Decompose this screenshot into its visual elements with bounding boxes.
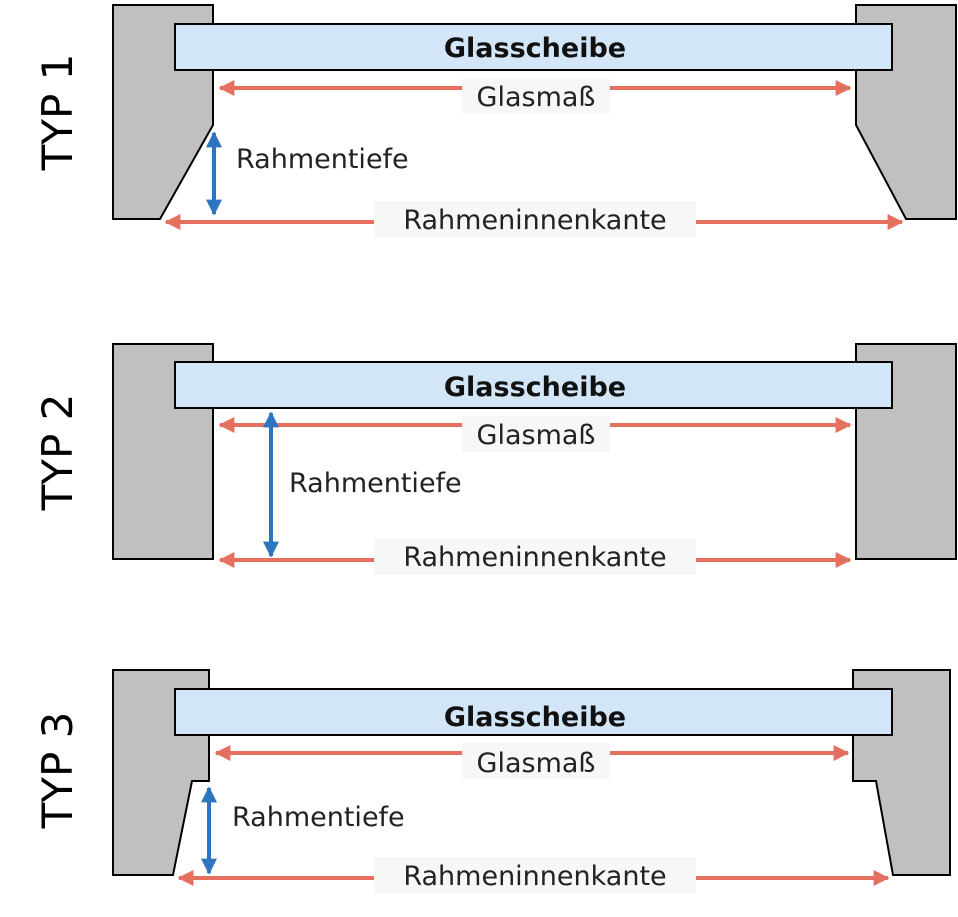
typ1-glass-label: Glasscheibe bbox=[444, 33, 626, 64]
typ3-label: TYP 3 bbox=[33, 712, 82, 830]
typ3-glass-pane bbox=[174, 688, 893, 736]
typ3-glass-label: Glasscheibe bbox=[444, 702, 626, 733]
typ2-glass-pane bbox=[174, 361, 893, 409]
typ2-rahmentiefe-label: Rahmentiefe bbox=[289, 468, 462, 499]
typ3-section: TYP 3 Glasscheibe Glasmaß Rahmentiefe Ra… bbox=[33, 669, 951, 893]
typ3-rahmentiefe-label: Rahmentiefe bbox=[232, 802, 405, 833]
typ3-glasmass-label: Glasmaß bbox=[477, 748, 596, 779]
typ2-glass-label: Glasscheibe bbox=[444, 372, 626, 403]
typ2-rahmeninnenkante-label: Rahmeninnenkante bbox=[403, 542, 666, 573]
typ2-section: TYP 2 Glasscheibe Glasmaß Rahmentiefe Ra… bbox=[33, 343, 957, 575]
typ1-section: TYP 1 Glasscheibe Glasmaß Rahmentiefe Ra… bbox=[33, 4, 957, 237]
typ3-rahmeninnenkante-label: Rahmeninnenkante bbox=[403, 861, 666, 892]
typ2-glasmass-label: Glasmaß bbox=[477, 420, 596, 451]
typ1-label: TYP 1 bbox=[33, 54, 82, 172]
typ1-glasmass-label: Glasmaß bbox=[477, 82, 596, 113]
typ1-rahmeninnenkante-label: Rahmeninnenkante bbox=[403, 205, 666, 236]
typ1-rahmentiefe-label: Rahmentiefe bbox=[236, 144, 409, 175]
typ2-label: TYP 2 bbox=[33, 394, 82, 512]
typ1-glass-pane bbox=[174, 23, 893, 71]
